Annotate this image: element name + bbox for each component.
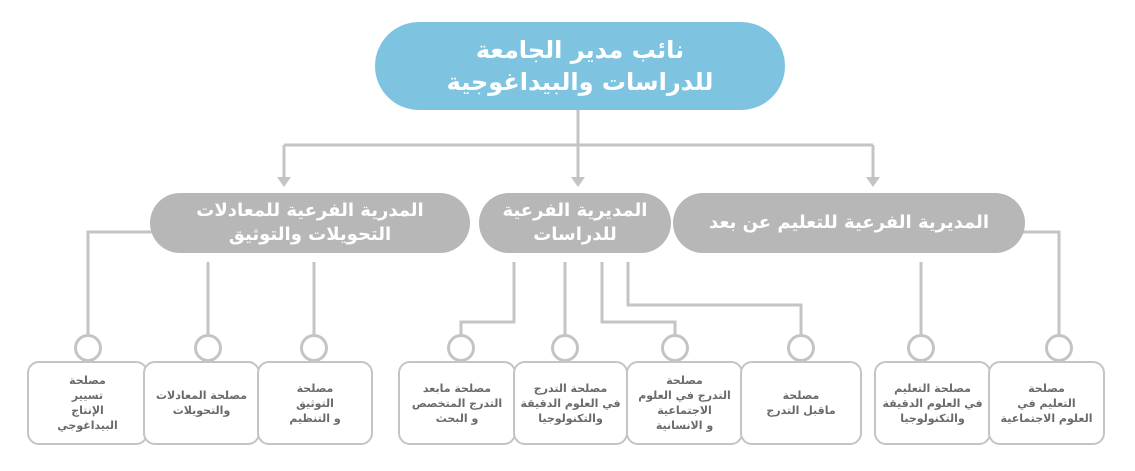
service-text: الاجتماعية [657, 404, 712, 417]
node-circle [787, 334, 815, 362]
service-text: الإنتاج [71, 404, 104, 417]
node-circle [907, 334, 935, 362]
service-text: ماقبل التدرج [766, 404, 836, 417]
service-text: في العلوم الدقيقة [520, 396, 621, 410]
service-text: التوثيق [296, 396, 334, 410]
service-text: التعليم في [1017, 396, 1076, 410]
directorate-equivalences-line1: المدرية الفرعية للمعادلات [196, 200, 424, 221]
service-text: التدرج في العلوم [638, 389, 731, 402]
vice-director-title-line1: نائب مدير الجامعة [475, 36, 685, 64]
service-text: مصلحة [296, 381, 334, 395]
directorate-distance-line1: المديرية الفرعية للتعليم عن بعد [709, 212, 989, 233]
service-box-pedagogical-production: مصلحة تسيير الإنتاج البيداغوجي [27, 361, 148, 445]
directorate-distance-learning: المديرية الفرعية للتعليم عن بعد [673, 193, 1025, 253]
service-box-postgraduate: مصلحة مابعد التدرج المتخصص و البحث [398, 361, 516, 445]
directorate-equivalences: المدرية الفرعية للمعادلات التحويلات والت… [150, 193, 470, 253]
service-text: والتكنولوجيا [900, 411, 965, 425]
service-box-pregraduate: مصلحة ماقبل التدرج [740, 361, 862, 445]
node-circle [551, 334, 579, 362]
service-text: مصلحة التدرج [533, 381, 608, 395]
service-box-graduate-exact-sciences: مصلحة التدرج في العلوم الدقيقة والتكنولو… [513, 361, 628, 445]
node-circle [447, 334, 475, 362]
service-text: و البحث [435, 411, 479, 425]
node-circle [300, 334, 328, 362]
service-text: العلوم الاجتماعية [1000, 411, 1093, 425]
service-text: التدرج المتخصص [411, 396, 503, 410]
service-text: تسيير [71, 389, 104, 402]
directorate-studies: المديرية الفرعية للدراسات [479, 193, 671, 253]
service-text: و الانسانية [655, 419, 714, 432]
service-box-teaching-exact-sciences: مصلحة التعليم في العلوم الدقيقة والتكنول… [874, 361, 991, 445]
node-circle [194, 334, 222, 362]
service-text: والتحويلات [172, 404, 231, 417]
service-box-documentation: مصلحة التوثيق و التنظيم [257, 361, 373, 445]
service-text: مصلحة مابعد [422, 381, 492, 395]
vice-director-title-line2: للدراسات والبيداغوجية [446, 68, 714, 96]
service-text: مصلحة المعادلات [155, 389, 248, 402]
service-text: مصلحة التعليم [894, 381, 971, 395]
service-box-teaching-social-sciences: مصلحة التعليم في العلوم الاجتماعية [988, 361, 1105, 445]
service-box-graduate-social-sciences: مصلحة التدرج في العلوم الاجتماعية و الان… [626, 361, 743, 445]
directorate-studies-line2: للدراسات [533, 224, 617, 245]
vice-director-box: نائب مدير الجامعة للدراسات والبيداغوجية [375, 22, 785, 110]
directorate-equivalences-line2: التحويلات والتوثيق [228, 224, 392, 245]
service-text: مصلحة [782, 389, 820, 402]
service-box-equivalences: مصلحة المعادلات والتحويلات [143, 361, 260, 445]
service-text: البيداغوجي [57, 419, 118, 432]
directorate-studies-line1: المديرية الفرعية [502, 200, 648, 221]
service-text: والتكنولوجيا [538, 411, 603, 425]
service-text: في العلوم الدقيقة [882, 396, 983, 410]
service-text: مصلحة [69, 374, 106, 387]
service-text: مصلحة [1028, 381, 1065, 395]
node-circle [1045, 334, 1073, 362]
node-circle [74, 334, 102, 362]
node-circle [661, 334, 689, 362]
service-text: و التنظيم [289, 411, 341, 425]
service-text: مصلحة [666, 374, 703, 387]
